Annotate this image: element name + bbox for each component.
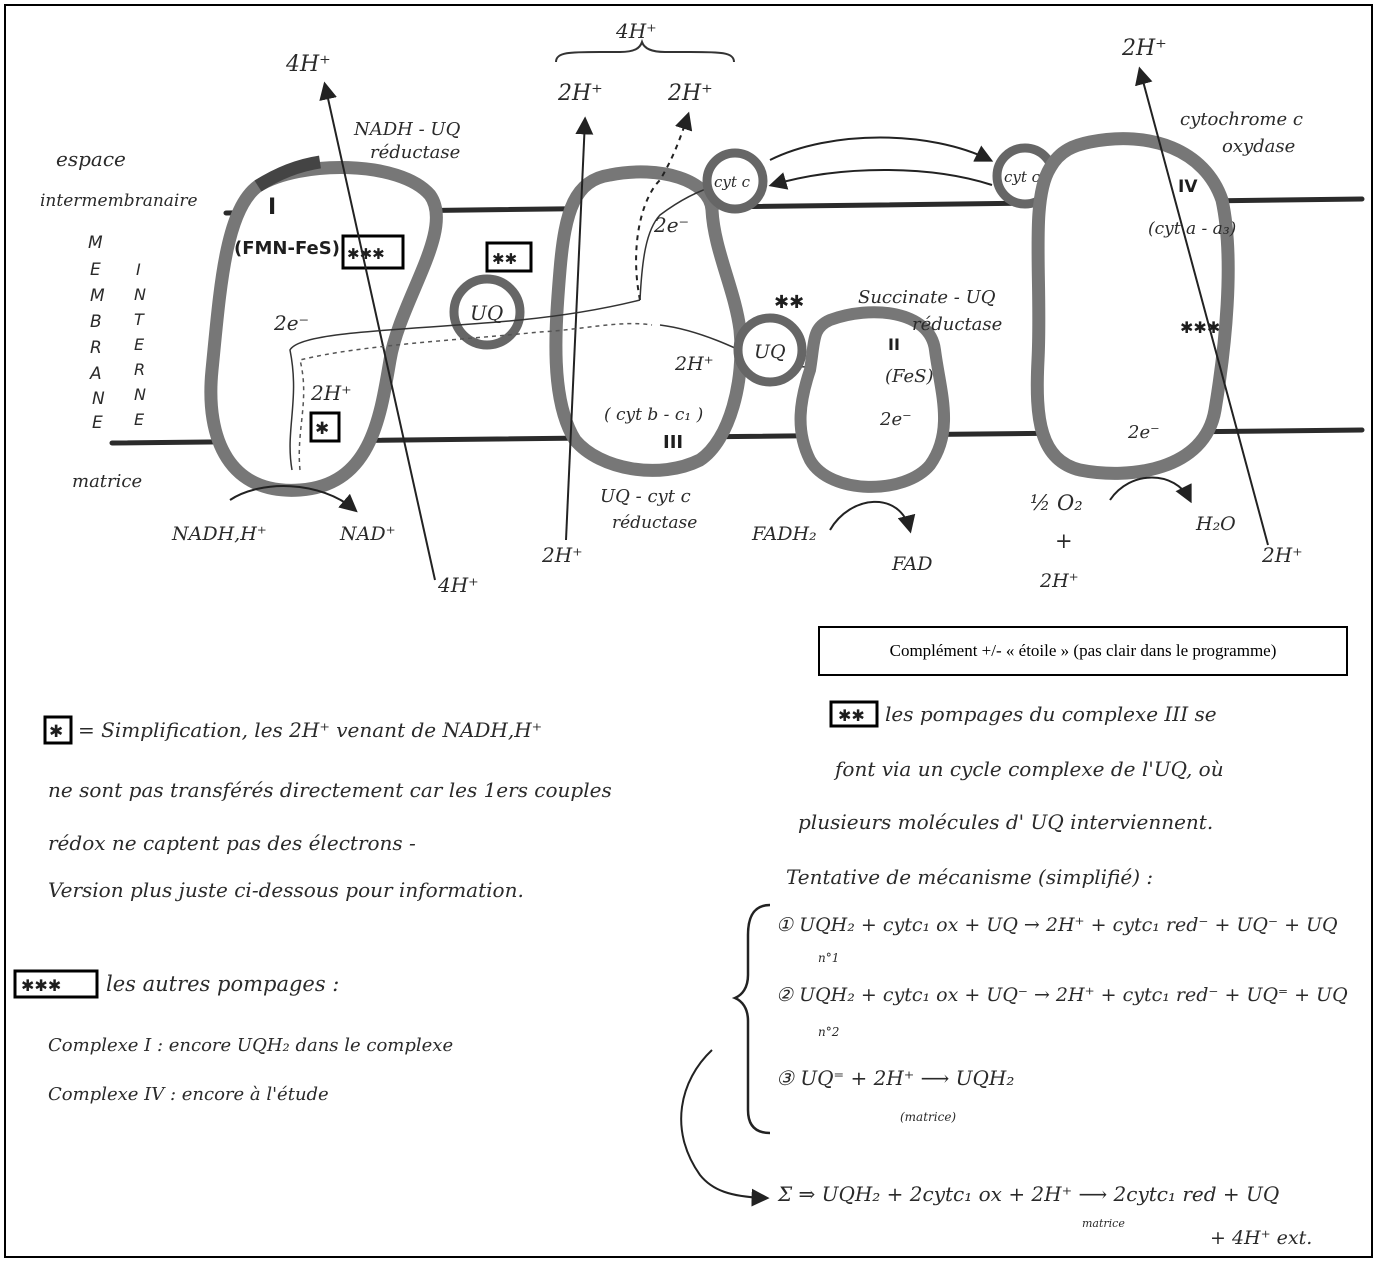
note-double-marker: ✱✱: [838, 706, 865, 725]
complex-4-oxygen: ½ O₂: [1030, 491, 1083, 515]
uq-bottom-label: UQ: [754, 341, 786, 363]
region-intermembrane-2: intermembranaire: [40, 191, 198, 211]
note-triple-title: les autres pompages :: [106, 972, 339, 996]
complex-4-name-line1: cytochrome c: [1180, 109, 1303, 130]
sum-arrow: [681, 1050, 766, 1198]
note-star-line-2: ne sont pas transférés directement car l…: [48, 778, 612, 802]
cytc-arrow-right: [770, 138, 990, 161]
sum-equation: Σ ⇒ UQH₂ + 2cytc₁ ox + 2H⁺ ⟶ 2cytc₁ red …: [777, 1182, 1279, 1206]
svg-text:N: N: [134, 385, 146, 404]
svg-text:N: N: [92, 389, 105, 409]
svg-text:A: A: [89, 364, 102, 384]
equations-brace: [735, 905, 770, 1133]
complex-4-plus: +: [1055, 529, 1073, 553]
note-double-line-1: les pompages du complexe III se: [885, 702, 1217, 726]
complex-3-proton-mid: 2H⁺: [674, 353, 714, 375]
note-double-line-2: font via un cycle complexe de l'UQ, où: [833, 757, 1224, 781]
membrane-letters-left: M E M B R A N E: [88, 233, 105, 433]
equation-2-sub: n°2: [818, 1025, 839, 1039]
note-star-line-1: = Simplification, les 2H⁺ venant de NADH…: [78, 718, 542, 742]
svg-text:I: I: [136, 260, 141, 279]
complex-3-bracket: [556, 42, 734, 62]
complex-3-proton-bottom: 2H⁺: [541, 543, 583, 567]
cytc-right-label: cyt c: [1004, 168, 1041, 186]
svg-text:M: M: [88, 233, 103, 253]
sum-equation-line2: + 4H⁺ ext.: [1210, 1227, 1312, 1249]
mechanism-title: Tentative de mécanisme (simplifié) :: [786, 865, 1153, 889]
complex-2-name-line1: Succinate - UQ: [858, 287, 996, 308]
svg-text:R: R: [134, 360, 145, 379]
complex-1-cofactor: (FMN-FeS): [234, 238, 340, 259]
complex-1-protons-released: 2H⁺: [310, 381, 352, 405]
cytc-left-label: cyt c: [714, 173, 751, 191]
note-star-marker: ✱: [49, 722, 63, 742]
complex-4-electrons: 2e⁻: [1127, 422, 1160, 443]
note-triple-marker: ✱✱✱: [21, 976, 61, 995]
complex-3-name-line2: réductase: [612, 513, 697, 533]
complex-3-name-line1: UQ - cyt c: [600, 486, 691, 507]
svg-text:M: M: [90, 286, 105, 306]
note-star-line-4: Version plus juste ci-dessous pour infor…: [48, 878, 524, 902]
complex-3-bracket-label: 4H⁺: [615, 19, 657, 43]
complex-2-cofactor: (FeS): [885, 366, 934, 387]
equation-3: ③ UQ⁼ + 2H⁺ ⟶ UQH₂: [776, 1066, 1014, 1090]
region-matrix: matrice: [72, 471, 142, 492]
complex-1-substrate: NADH,H⁺: [171, 523, 267, 545]
svg-text:B: B: [90, 312, 102, 332]
complex-2-electrons: 2e⁻: [879, 409, 912, 430]
complex-2-numeral: II: [888, 335, 900, 354]
complex-1-numeral: I: [268, 195, 276, 220]
complex-1-proton-bottom: 4H⁺: [437, 573, 479, 597]
equation-1: ① UQH₂ + cytc₁ ox + UQ → 2H⁺ + cytc₁ red…: [776, 914, 1338, 936]
sum-equation-sub: matrice: [1082, 1217, 1125, 1230]
equation-3-sub: (matrice): [900, 1110, 956, 1124]
uq-bottom-marker: ✱✱: [774, 292, 804, 313]
triple-star-marker-c1: ✱✱✱: [347, 245, 385, 263]
complex-4-water: H₂O: [1195, 513, 1236, 535]
complex-1-name-line2: réductase: [370, 142, 460, 163]
complex-1-product: NAD⁺: [339, 523, 396, 545]
svg-text:E: E: [134, 410, 145, 429]
complex-4-cofactor: (cyt a - a₃): [1148, 219, 1236, 239]
svg-text:E: E: [90, 260, 101, 280]
note-triple-line-2: Complexe IV : encore à l'étude: [48, 1084, 329, 1105]
complex-4-numeral: IV: [1178, 177, 1198, 197]
note-double-line-3: plusieurs molécules d' UQ interviennent.: [798, 810, 1213, 834]
uq-top-marker: ✱✱: [492, 250, 517, 268]
complex-4-name-line2: oxydase: [1222, 136, 1295, 157]
svg-text:E: E: [134, 335, 145, 354]
svg-text:N: N: [134, 285, 146, 304]
complex-4-marker: ✱✱✱: [1180, 318, 1220, 337]
membrane-letters-right: I N T E R N E: [134, 260, 146, 429]
complex-1-electrons: 2e⁻: [273, 311, 309, 335]
complex-1-proton-top: 4H⁺: [285, 52, 331, 77]
complex-4-water-arrow: [1110, 478, 1190, 501]
region-intermembrane-1: espace: [56, 147, 126, 171]
star-marker-c1: ✱: [315, 419, 329, 439]
complex-3-outline: [556, 172, 741, 470]
complex-1-name-line1: NADH - UQ: [353, 119, 461, 140]
complex-4-proton-top: 2H⁺: [1121, 36, 1167, 61]
svg-text:R: R: [90, 338, 102, 358]
equation-2: ② UQH₂ + cytc₁ ox + UQ⁻ → 2H⁺ + cytc₁ re…: [776, 984, 1348, 1006]
note-star-line-3: rédox ne captent pas des électrons -: [48, 831, 416, 855]
complex-2-substrate: FADH₂: [751, 523, 817, 545]
note-triple-line-1: Complexe I : encore UQH₂ dans le complex…: [48, 1035, 453, 1056]
complex-4-protons-in: 2H⁺: [1039, 570, 1079, 592]
complement-box: Complément +/- « étoile » (pas clair dan…: [818, 626, 1348, 676]
complex-2-name-line2: réductase: [912, 314, 1002, 335]
complex-3-proton-left-top: 2H⁺: [557, 81, 603, 106]
complex-2-outline: [801, 312, 945, 487]
complex-2-product: FAD: [891, 553, 933, 575]
cytc-arrow-left: [772, 170, 992, 185]
svg-text:E: E: [92, 413, 103, 433]
complex-3-proton-right-top: 2H⁺: [667, 81, 713, 106]
complex-3-numeral: III: [663, 432, 683, 453]
equation-1-sub: n°1: [818, 951, 839, 965]
svg-text:T: T: [134, 310, 145, 329]
complex-2-fadh-arrow: [830, 502, 910, 530]
complex-4-proton-bottom: 2H⁺: [1261, 543, 1303, 567]
complex-3-cofactor: ( cyt b - c₁ ): [604, 405, 703, 425]
